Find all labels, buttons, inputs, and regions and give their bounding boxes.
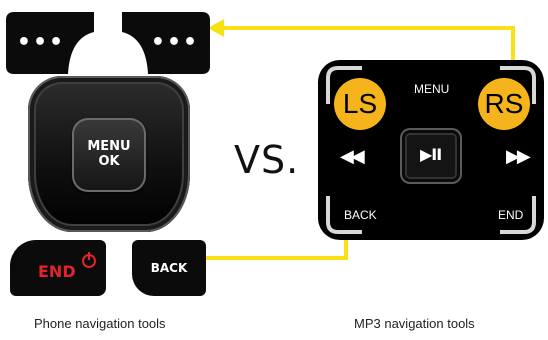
mp3-navigation-pad: LS RS MENU ◀◀ ▶II ▶▶ BACK END bbox=[318, 60, 544, 240]
mp3-back-label[interactable]: BACK bbox=[344, 208, 377, 222]
next-icon[interactable]: ▶▶ bbox=[506, 146, 531, 167]
mp3-caption: MP3 navigation tools bbox=[354, 316, 475, 331]
right-soft-key-shape bbox=[122, 12, 210, 74]
menu-ok-label-line1: MENU bbox=[87, 139, 131, 154]
left-soft-key[interactable]: ••• bbox=[6, 12, 94, 74]
ls-button[interactable]: LS bbox=[334, 78, 386, 130]
play-pause-icon: ▶II bbox=[420, 145, 442, 164]
ellipsis-icon: ••• bbox=[150, 30, 200, 55]
back-key[interactable]: BACK bbox=[132, 240, 206, 296]
menu-ok-button[interactable]: MENU OK bbox=[72, 118, 146, 192]
right-soft-key[interactable]: ••• bbox=[122, 12, 210, 74]
ellipsis-icon: ••• bbox=[16, 30, 66, 55]
back-key-label: BACK bbox=[150, 261, 188, 275]
previous-icon[interactable]: ◀◀ bbox=[340, 146, 365, 167]
end-key[interactable]: END bbox=[10, 240, 106, 296]
mp3-corner-brackets bbox=[326, 66, 536, 234]
phone-navigation-pad[interactable]: MENU OK bbox=[28, 76, 190, 232]
end-key-label: END bbox=[38, 262, 76, 281]
power-icon bbox=[82, 252, 96, 268]
left-soft-key-shape bbox=[6, 12, 94, 74]
rs-button[interactable]: RS bbox=[478, 78, 530, 130]
mp3-menu-label: MENU bbox=[414, 82, 450, 96]
versus-label: VS. bbox=[234, 138, 300, 182]
phone-caption: Phone navigation tools bbox=[34, 316, 166, 331]
menu-ok-label-line2: OK bbox=[98, 154, 120, 169]
play-pause-button[interactable]: ▶II bbox=[400, 128, 462, 184]
mp3-end-label[interactable]: END bbox=[498, 208, 524, 222]
arrow-head-left-top bbox=[208, 19, 224, 37]
